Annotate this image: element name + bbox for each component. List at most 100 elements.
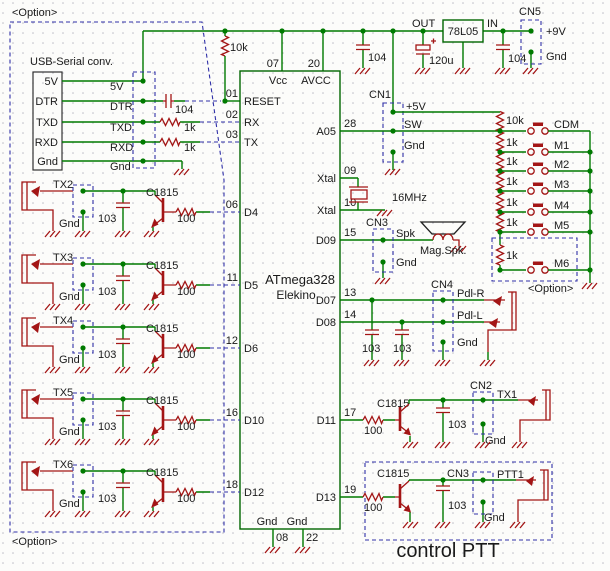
- cn2-connector[interactable]: [472, 391, 494, 435]
- conn-pin: 5V: [110, 81, 124, 93]
- tx1-jack-label: TX1: [497, 389, 517, 401]
- cn4-connector[interactable]: [432, 290, 454, 352]
- stereo-jack-icon[interactable]: [484, 291, 517, 352]
- paddle-section[interactable]: 103 103 CN4 Pdl-R Pdl-L Gnd: [340, 279, 517, 367]
- npn-transistor[interactable]: [395, 480, 411, 513]
- mcu-section[interactable]: ATmega328 Elekino 07 Vcc 20 AVCC Gnd 08 …: [226, 58, 357, 554]
- pin-number: 13: [344, 287, 356, 299]
- gnd-label: Gnd: [59, 291, 80, 303]
- cn5-p2: Gnd: [546, 51, 567, 63]
- tx1-section[interactable]: 100 C1815 103 CN2 TX1 Gnd: [340, 380, 551, 449]
- control-ptt-caption: control PTT: [396, 540, 499, 562]
- res-value: 100: [364, 502, 382, 514]
- cn1-p3: Gnd: [404, 140, 425, 152]
- cap-value: 103: [448, 500, 466, 512]
- pin-number: 10: [344, 197, 356, 209]
- cn5-label: CN5: [519, 6, 541, 18]
- pin-name: Gnd: [287, 516, 308, 528]
- pin-name: D5: [244, 280, 258, 292]
- button-label: M1: [554, 140, 569, 152]
- button-label: M6: [554, 258, 569, 270]
- pin-name: D07: [316, 295, 336, 307]
- jack-plug-icon[interactable]: [518, 389, 551, 442]
- option-label-m6: <Option>: [528, 283, 573, 295]
- electrolytic-cap-120u[interactable]: [415, 38, 436, 55]
- transistor-label: C1815: [146, 323, 178, 335]
- pin-number: 20: [308, 58, 320, 70]
- option-boundary-m6[interactable]: [491, 237, 578, 282]
- paddle-cap2-value: 103: [393, 343, 411, 355]
- tx-block-name: TX3: [53, 252, 73, 264]
- npn-transistor[interactable]: [395, 403, 411, 436]
- keyer-res-value: 1k: [506, 217, 518, 229]
- speaker-icon[interactable]: [419, 221, 467, 246]
- dtr-cap-value: 104: [175, 104, 193, 116]
- crystal-section[interactable]: 16MHz: [340, 177, 427, 217]
- chip-name: ATmega328: [265, 272, 335, 287]
- keyer-res-value: 10k: [506, 115, 524, 127]
- speaker-section[interactable]: CN3 Spk Gnd Mag.Spk.: [340, 217, 467, 285]
- cn3-ptt-connector[interactable]: [472, 471, 494, 515]
- gnd-label: Gnd: [484, 512, 505, 524]
- button-label: M4: [554, 200, 569, 212]
- rxd-res-value: 1k: [184, 142, 196, 154]
- control-ptt-boundary[interactable]: [364, 461, 553, 541]
- keyer-res-value: 1k: [506, 137, 518, 149]
- tx-block-name: TX4: [53, 315, 73, 327]
- wire: [142, 30, 532, 112]
- crystal-icon[interactable]: [350, 189, 368, 200]
- usb-pin: RXD: [35, 137, 58, 149]
- tx-output-blocks[interactable]: TX2 Gnd 103 C1815 100 TX3 Gnd 103 C1815 …: [22, 179, 240, 517]
- power-section[interactable]: 10k 104 78L05 OUT IN 120u 104 CN5 +9V Gn…: [142, 6, 567, 112]
- pin-number: 18: [226, 479, 238, 491]
- transistor-label: C1815: [377, 468, 409, 480]
- cn1-keyer-section[interactable]: CN1 +5V SW Gnd 10k 1k 1k 1k 1k 1k 1k CDM: [340, 89, 598, 295]
- conn-pin: Gnd: [110, 161, 131, 173]
- pin-number: 11: [227, 272, 238, 284]
- jack-plug-icon[interactable]: [516, 469, 549, 522]
- pin-name: Xtal: [317, 173, 336, 185]
- usb-serial-box[interactable]: [32, 71, 63, 171]
- pin-name: Gnd: [257, 516, 278, 528]
- gnd-label: Gnd: [59, 218, 80, 230]
- usb-serial-section[interactable]: USB-Serial conv. 5V DTR TXD RXD Gnd 5V D…: [30, 56, 240, 176]
- pin-name: D11: [317, 415, 336, 427]
- cn4-p1: Pdl-R: [457, 288, 485, 300]
- pullup-value: 10k: [230, 42, 248, 54]
- pin-number: 07: [267, 58, 279, 70]
- cap-value: 103: [98, 213, 116, 225]
- dtr-capacitor[interactable]: [163, 94, 174, 108]
- cn1-p1: +5V: [406, 101, 427, 113]
- ptt-section[interactable]: 100 C1815 103 CN3 PTT1 Gnd control PTT: [340, 461, 553, 562]
- button-label: M3: [554, 179, 569, 191]
- cap-value: 103: [98, 421, 116, 433]
- usb-connector[interactable]: [132, 71, 156, 169]
- pin-number: 28: [344, 118, 356, 130]
- cn1-connector[interactable]: [382, 102, 404, 163]
- txd-res-value: 1k: [184, 122, 196, 134]
- pin-name: D6: [244, 343, 258, 355]
- button-label: CDM: [554, 119, 579, 131]
- pin-number: 06: [226, 199, 238, 211]
- keyer-res-value: 1k: [506, 197, 518, 209]
- gnd-label: Gnd: [59, 498, 80, 510]
- keyer-res-value: 1k: [506, 250, 518, 262]
- option-label-bottom: <Option>: [12, 536, 57, 548]
- cn5-connector[interactable]: [520, 19, 542, 65]
- option-boundary-left[interactable]: [9, 21, 225, 533]
- crystal-freq: 16MHz: [392, 192, 427, 204]
- cap-value: 103: [98, 286, 116, 298]
- conn-pin: RXD: [110, 142, 133, 154]
- usb-pin: 5V: [45, 76, 59, 88]
- cn3-spk-connector[interactable]: [372, 228, 394, 273]
- pin-number: 09: [344, 165, 356, 177]
- button-label: M2: [554, 159, 569, 171]
- tx-block-name: TX2: [53, 179, 73, 191]
- pin-number: 14: [344, 309, 356, 321]
- ptt1-jack-label: PTT1: [497, 469, 524, 481]
- regulator-78l05[interactable]: [442, 19, 484, 43]
- pin-name: AVCC: [301, 75, 331, 87]
- usb-title: USB-Serial conv.: [30, 56, 113, 68]
- cn4-p3: Gnd: [457, 337, 478, 349]
